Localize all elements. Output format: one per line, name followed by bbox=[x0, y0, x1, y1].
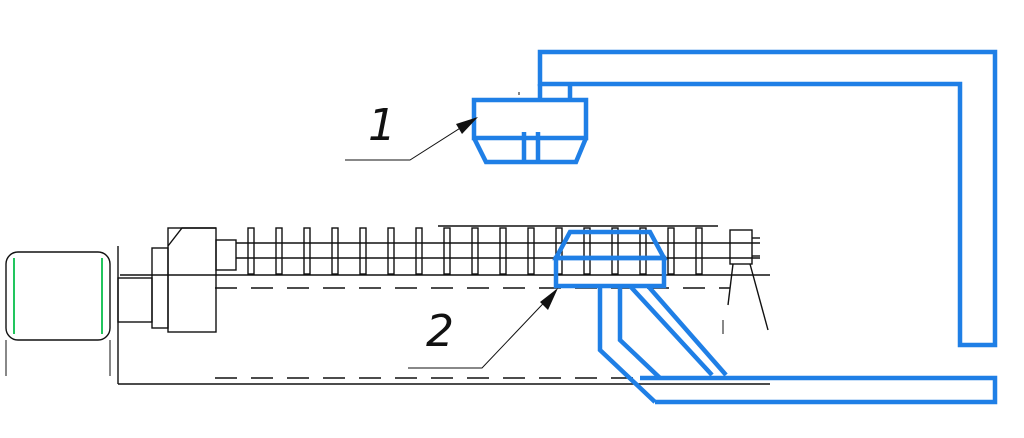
callout-2-label: 2 bbox=[426, 306, 454, 357]
screw-flight bbox=[275, 227, 283, 275]
screw-flight bbox=[471, 227, 479, 275]
screw-flight bbox=[387, 227, 395, 275]
right-bearing bbox=[727, 229, 769, 331]
screw-shaft bbox=[236, 225, 760, 275]
upper-head bbox=[471, 84, 589, 165]
screw-flight bbox=[695, 227, 703, 275]
screw-flight bbox=[331, 227, 339, 275]
lower-carriage bbox=[552, 229, 728, 404]
screw-flight bbox=[499, 227, 507, 275]
callout-2: 2 bbox=[408, 288, 558, 369]
screw-flight bbox=[527, 227, 535, 275]
screw-flight bbox=[639, 227, 647, 275]
callout-1-label: 1 bbox=[368, 100, 396, 151]
callout-2-arrowhead bbox=[540, 288, 558, 310]
screw-flight bbox=[667, 227, 675, 275]
screw-flight bbox=[359, 227, 367, 275]
screw-flight bbox=[443, 227, 451, 275]
screw-flight bbox=[415, 227, 423, 275]
motor bbox=[5, 251, 111, 376]
screw-flight bbox=[611, 227, 619, 275]
screw-flight bbox=[583, 227, 591, 275]
gearbox bbox=[117, 227, 237, 333]
screw-flight bbox=[247, 227, 255, 275]
blue-frame bbox=[537, 49, 998, 405]
callout-1-arrowhead bbox=[456, 117, 478, 134]
screw-flight bbox=[303, 227, 311, 275]
callout-1: 1 bbox=[345, 100, 478, 161]
